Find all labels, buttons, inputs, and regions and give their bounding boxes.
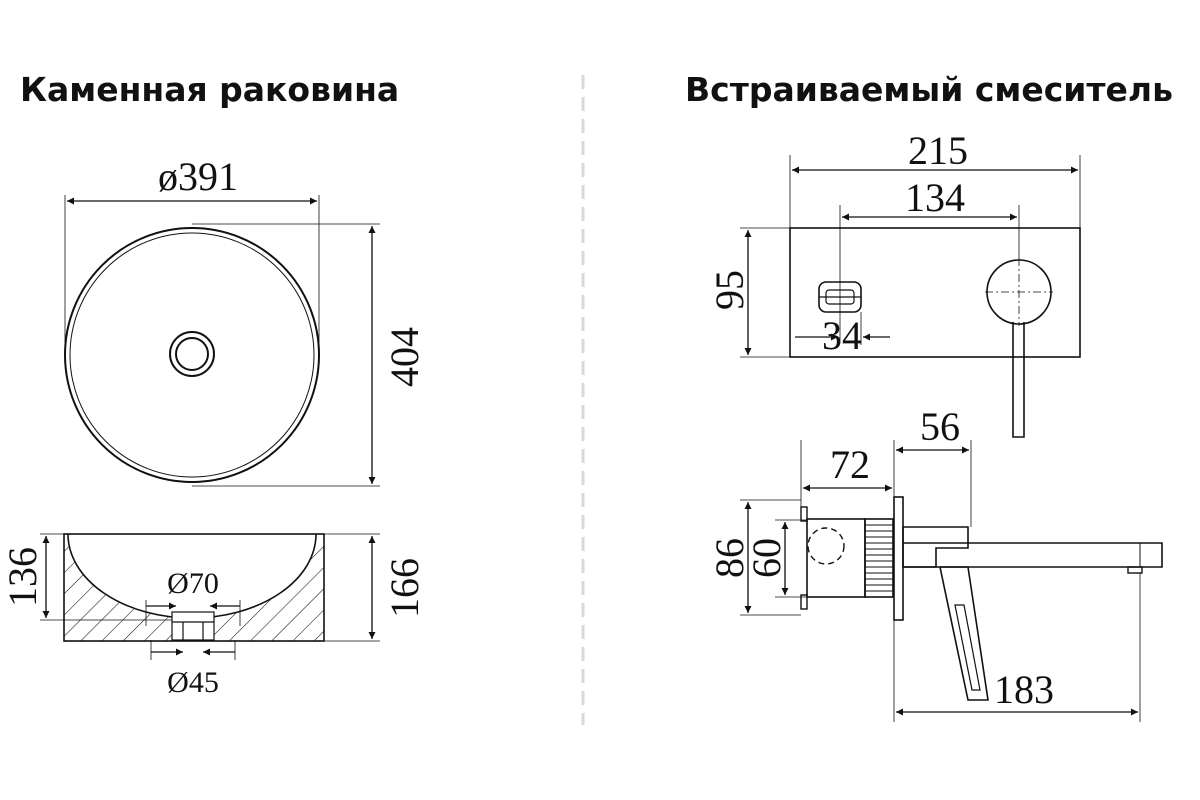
drain-bottom-diameter-label: Ø45 (167, 666, 219, 699)
box-width-label: 34 (822, 313, 862, 358)
plate-height-label: 95 (707, 270, 752, 310)
mixer-title: Встраиваемый смеситель (685, 70, 1173, 109)
plate-width-label: 215 (908, 128, 968, 173)
sink-title: Каменная раковина (20, 70, 400, 109)
body-depth-label: 72 (830, 442, 870, 487)
spout-reach-label: 56 (920, 404, 960, 449)
sink-outer-height-label: 166 (382, 558, 427, 618)
sink-top-view (64, 195, 380, 487)
axis-distance-label: 134 (905, 175, 965, 220)
sink-depth-label: 404 (382, 327, 427, 387)
mixer-front-view (740, 155, 1081, 438)
side-outer-height-label: 86 (707, 538, 752, 578)
sink-diameter-label: ø391 (158, 154, 238, 199)
sink-inner-height-label: 136 (0, 547, 45, 607)
sink-section-view (40, 533, 380, 660)
drain-top-diameter-label: Ø70 (167, 567, 219, 600)
total-length-label: 183 (994, 667, 1054, 712)
side-inner-height-label: 60 (744, 538, 789, 578)
mixer-side-view (740, 440, 1163, 722)
